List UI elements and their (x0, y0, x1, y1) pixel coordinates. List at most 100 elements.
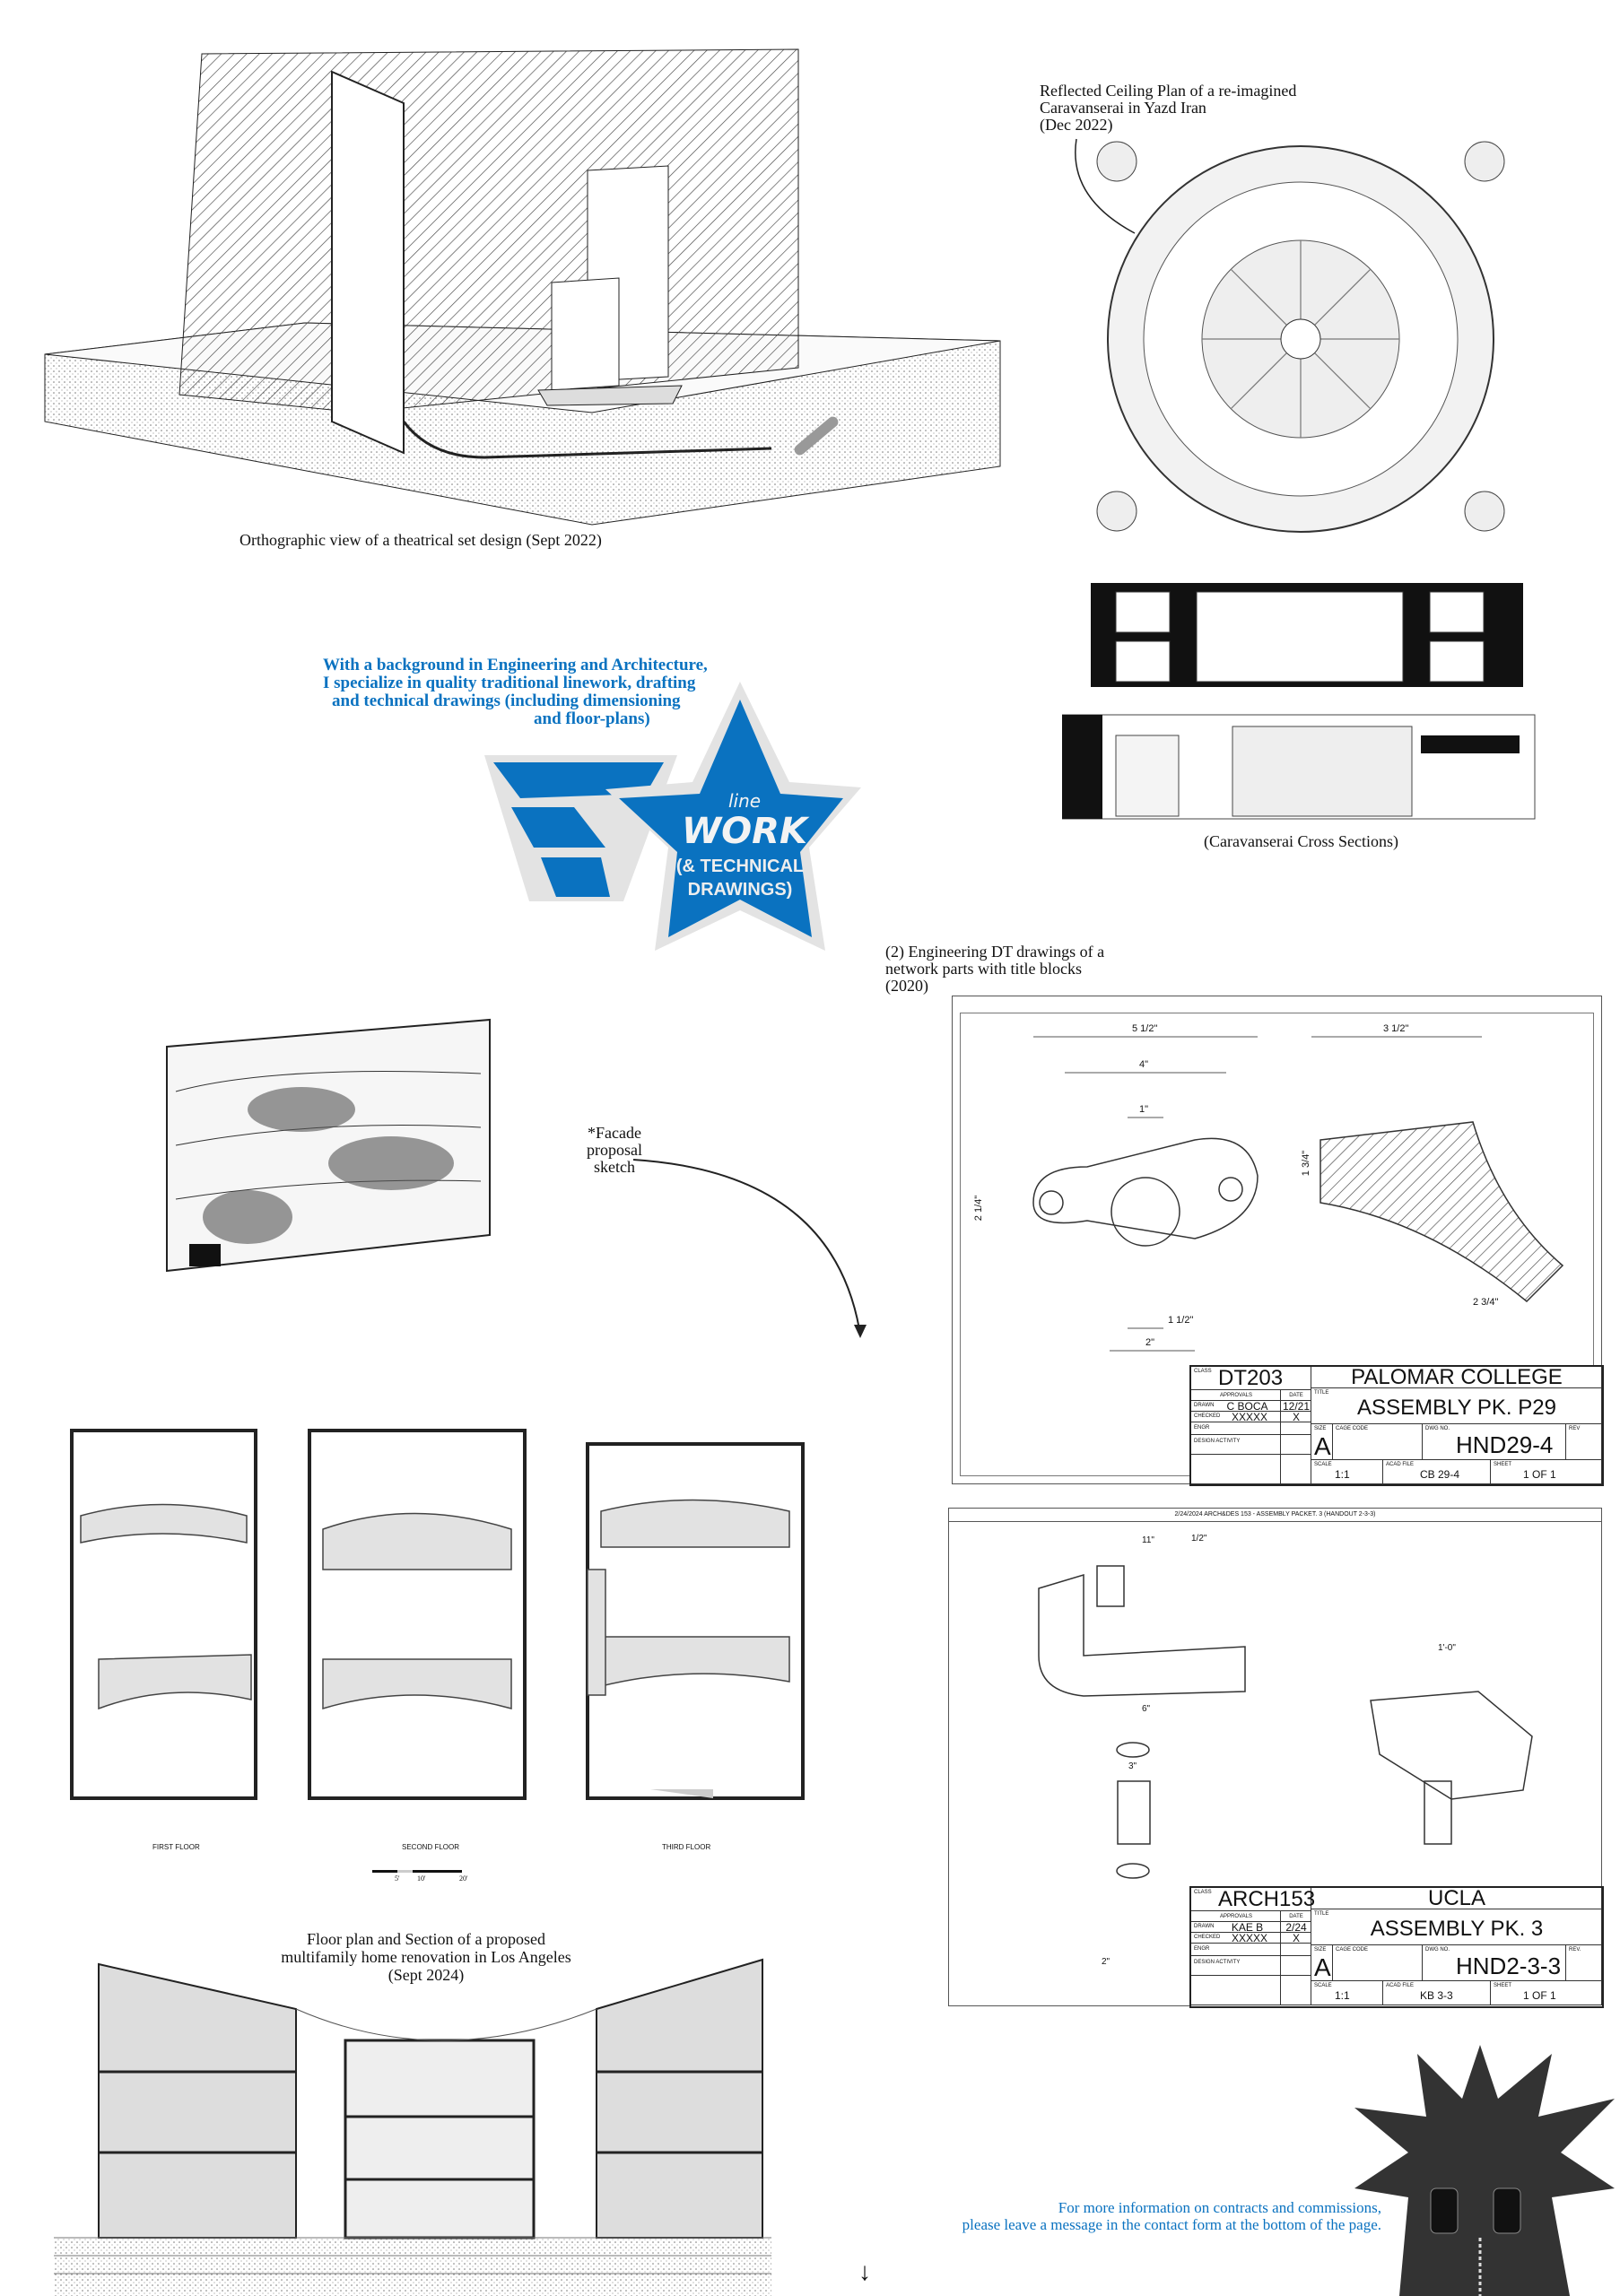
class-value: DT203 (1218, 1366, 1284, 1390)
cage-cell (1333, 1945, 1423, 1981)
checked-date-cell (1281, 1412, 1311, 1422)
checked-label: CHECKED (1194, 1935, 1221, 1940)
scale-cell (1311, 1981, 1383, 2005)
floor-plans (70, 1429, 805, 1800)
drawn-date-cell (1281, 1401, 1311, 1412)
drawn-cell (1191, 1922, 1281, 1933)
approvals-label: APPROVALS (1220, 1393, 1252, 1398)
approvals-cell (1191, 1911, 1281, 1922)
checked-cell (1191, 1933, 1281, 1944)
rev-cell (1566, 1424, 1602, 1460)
school-cell (1311, 1367, 1602, 1388)
acad-file-label: ACAD FILE (1386, 1462, 1415, 1467)
sheet-cell (1491, 1460, 1602, 1484)
dimension-label: 3" (1128, 1761, 1137, 1771)
scale-label: SCALE (1314, 1462, 1332, 1467)
caption-line: (2020) (885, 977, 928, 995)
second-floor-label: SECOND FLOOR (402, 1843, 460, 1851)
drawn-date: 12/21 (1282, 1400, 1311, 1413)
scale-label: 10' (417, 1874, 426, 1883)
badge-line: (& TECHNICAL (675, 857, 805, 876)
drawn-label: DRAWN (1194, 1924, 1215, 1929)
badge-line: DRAWINGS) (687, 880, 793, 900)
class-label: CLASS (1194, 1890, 1212, 1895)
spiky-character-illustration (1354, 2045, 1615, 2296)
caption-line: (Sept 2024) (388, 1966, 465, 1984)
rev-label: REV (1569, 1426, 1581, 1431)
drawing-title: ASSEMBLY PK. 3 (1370, 1917, 1544, 1941)
caption-line: Caravanserai in Yazd Iran (1040, 99, 1206, 117)
dwg-cell (1423, 1424, 1566, 1460)
acad-cell (1383, 1460, 1491, 1484)
scale-label: SCALE (1314, 1983, 1332, 1988)
size-cell (1311, 1424, 1333, 1460)
drawn-label: DRAWN (1194, 1403, 1215, 1408)
star-logo-icon: line WORK (484, 682, 861, 951)
contact-line: please leave a message in the contact fo… (962, 2216, 1381, 2233)
caption-line: proposal (587, 1141, 642, 1159)
drawing-title: ASSEMBLY PK. P29 (1357, 1396, 1556, 1420)
class-value: ARCH153 (1218, 1887, 1316, 1911)
dimension-label: 1/2" (1191, 1534, 1207, 1544)
intro-line: and technical drawings (including dimens… (332, 691, 681, 710)
design-date-cell (1281, 1435, 1311, 1455)
dimension-label: 5 1/2" (1132, 1023, 1158, 1034)
blank-cell (1281, 1976, 1311, 2005)
caravanserai-cross-sections (1062, 583, 1536, 820)
drawn-cell (1191, 1401, 1281, 1412)
caption-line: (2) Engineering DT drawings of a (885, 943, 1105, 961)
checked-date-cell (1281, 1933, 1311, 1944)
approvals-label: APPROVALS (1220, 1914, 1252, 1919)
engr-cell (1191, 1944, 1281, 1956)
engr-label: ENGR (1194, 1946, 1210, 1952)
checked-label: CHECKED (1194, 1413, 1221, 1419)
intro-line: With a background in Engineering and Arc… (323, 656, 708, 674)
school-name: UCLA (1427, 1886, 1486, 1910)
blank-cell (1191, 1976, 1281, 2005)
size-cell (1311, 1945, 1333, 1981)
engr-label: ENGR (1194, 1425, 1210, 1431)
linework-badge: line WORK (& TECHNICAL DRAWINGS) (484, 682, 870, 996)
contact-text: For more information on contracts and co… (897, 2199, 1381, 2233)
dwg-no-label: DWG NO. (1425, 1426, 1450, 1431)
dimension-label: 1 1/2" (1168, 1315, 1194, 1326)
size-value: A (1314, 1953, 1331, 1981)
size-value: A (1314, 1432, 1331, 1460)
approvals-cell (1191, 1390, 1281, 1401)
date-cell (1281, 1911, 1311, 1922)
acad-file-value: CB 29-4 (1420, 1468, 1460, 1481)
blank-cell (1281, 1455, 1311, 1484)
contact-line: For more information on contracts and co… (1058, 2199, 1381, 2216)
checked-date: X (1292, 1411, 1300, 1423)
acad-file-value: KB 3-3 (1420, 1989, 1453, 2002)
caption-line: Floor plan and Section of a proposed (307, 1930, 545, 1948)
scale-label: 20' (459, 1874, 468, 1883)
title-label: TITLE (1314, 1390, 1329, 1396)
first-floor-label: FIRST FLOOR (152, 1843, 200, 1851)
engr-date-cell (1281, 1422, 1311, 1435)
sheet-header: 2/24/2024 ARCH&DES 153 - ASSEMBLY PACKET… (949, 1509, 1601, 1522)
class-cell (1191, 1888, 1311, 1911)
dwg-number: HND2-3-3 (1456, 1952, 1562, 1979)
date-cell (1281, 1390, 1311, 1401)
svg-text:line: line (728, 790, 761, 812)
scale-cell (1311, 1460, 1383, 1484)
drawn-value: KAE B (1231, 1921, 1264, 1934)
caption-line: *Facade (588, 1124, 641, 1142)
dimension-label: 11" (1142, 1535, 1154, 1545)
sheet-value: 1 OF 1 (1523, 1989, 1556, 2002)
bracket-drawing (1032, 1036, 1564, 1352)
title-cell (1311, 1909, 1602, 1945)
dwg-no-label: DWG NO. (1425, 1947, 1450, 1952)
blank-cell (1191, 1455, 1281, 1484)
theatre-set-drawing (44, 48, 1001, 526)
scroll-down-arrow-icon[interactable]: ↓ (858, 2258, 871, 2286)
design-cell (1191, 1956, 1281, 1976)
dimension-label: 6" (1142, 1704, 1151, 1714)
title-cell (1311, 1388, 1602, 1424)
date-label: DATE (1289, 1914, 1303, 1919)
class-label: CLASS (1194, 1369, 1212, 1374)
design-date-cell (1281, 1956, 1311, 1976)
dwg-cell (1423, 1945, 1566, 1981)
